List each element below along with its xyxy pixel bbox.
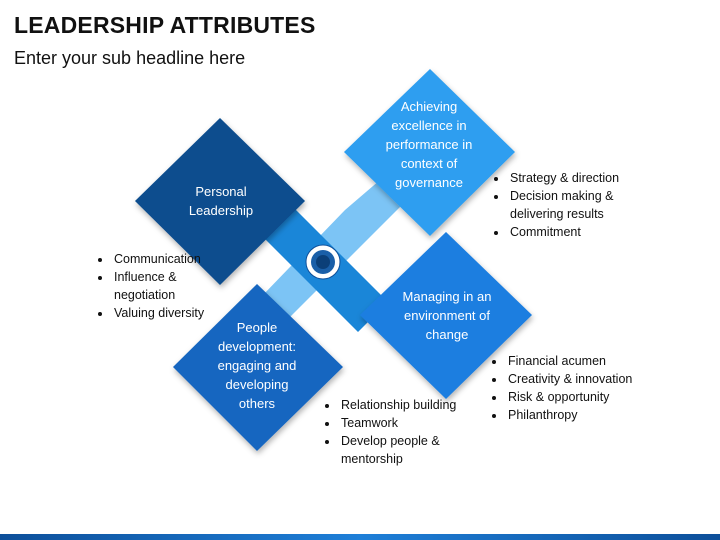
diamond-managing-change [360,232,532,399]
diamond-label-managing-change: Managing in an environment of change [402,288,492,342]
bullet-list-top-right: Strategy & direction Decision making & d… [482,169,658,241]
list-item: Philanthropy [506,406,656,424]
list-item: Valuing diversity [112,304,240,322]
diamond-people-development [173,284,343,451]
diamond-label-people-development: People development: engaging and develop… [217,319,297,411]
bullet-list-left: Communication Influence & negotiation Va… [86,250,240,322]
list-item: Commitment [508,223,658,241]
list-item: Creativity & innovation [506,370,656,388]
list-item: Financial acumen [506,352,656,370]
diamond-label-achieving-excellence: Achieving excellence in performance in c… [385,98,473,190]
diamond-personal-leadership [135,118,305,285]
list-item: Communication [112,250,240,268]
list-item: Strategy & direction [508,169,658,187]
bullet-list-bottom-center: Relationship building Teamwork Develop p… [313,396,489,468]
list-item: Risk & opportunity [506,388,656,406]
page-subtitle: Enter your sub headline here [14,48,246,68]
hub-center [316,255,330,269]
diamond-label-personal-leadership: Personal Leadership [188,184,254,218]
page-title: LEADERSHIP ATTRIBUTES [14,12,316,38]
bottom-accent-bar [0,534,720,540]
bullet-list-bottom-right: Financial acumen Creativity & innovation… [480,352,656,424]
list-item: Teamwork [339,414,489,432]
diamond-achieving-excellence [344,69,515,236]
list-item: Develop people & mentorship [339,432,489,468]
list-item: Relationship building [339,396,489,414]
list-item: Influence & negotiation [112,268,240,304]
list-item: Decision making & delivering results [508,187,658,223]
